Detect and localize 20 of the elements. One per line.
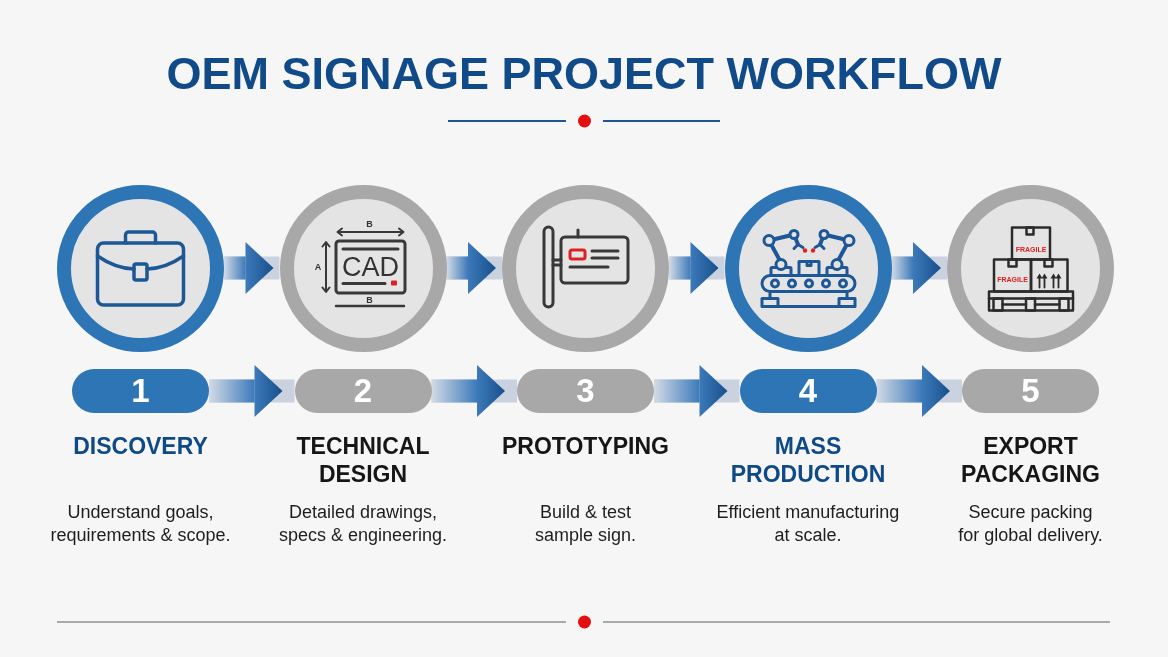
step-number-pill: 3 bbox=[517, 369, 654, 413]
diagram-title: OEM SIGNAGE PROJECT WORKFLOW bbox=[166, 48, 1002, 100]
step-number-pill: 4 bbox=[739, 369, 877, 413]
step-number-pill: 5 bbox=[962, 369, 1099, 413]
dimension-label: B bbox=[366, 295, 373, 304]
step-description: Build & test sample sign. bbox=[533, 501, 638, 547]
screen-label: CAD bbox=[342, 253, 399, 280]
dimension-label: B bbox=[366, 219, 373, 229]
step-description: Efficient manufacturing at scale. bbox=[715, 501, 901, 547]
step-description: Understand goals, requirements & scope. bbox=[49, 501, 232, 547]
step-title: PROTOTYPING bbox=[501, 432, 670, 460]
step-number-pill: 2 bbox=[294, 369, 432, 413]
dimension-label: A bbox=[314, 262, 322, 272]
step-description: Secure packing for global delivery. bbox=[957, 501, 1104, 547]
step-number-pill: 1 bbox=[72, 369, 209, 413]
step-title: EXPORT PACKAGING bbox=[960, 432, 1101, 488]
step-title: DISCOVERY bbox=[72, 432, 209, 460]
step-title: MASS PRODUCTION bbox=[729, 432, 887, 488]
step-description: Detailed drawings, specs & engineering. bbox=[277, 501, 449, 547]
step-title: TECHNICAL DESIGN bbox=[295, 432, 431, 488]
